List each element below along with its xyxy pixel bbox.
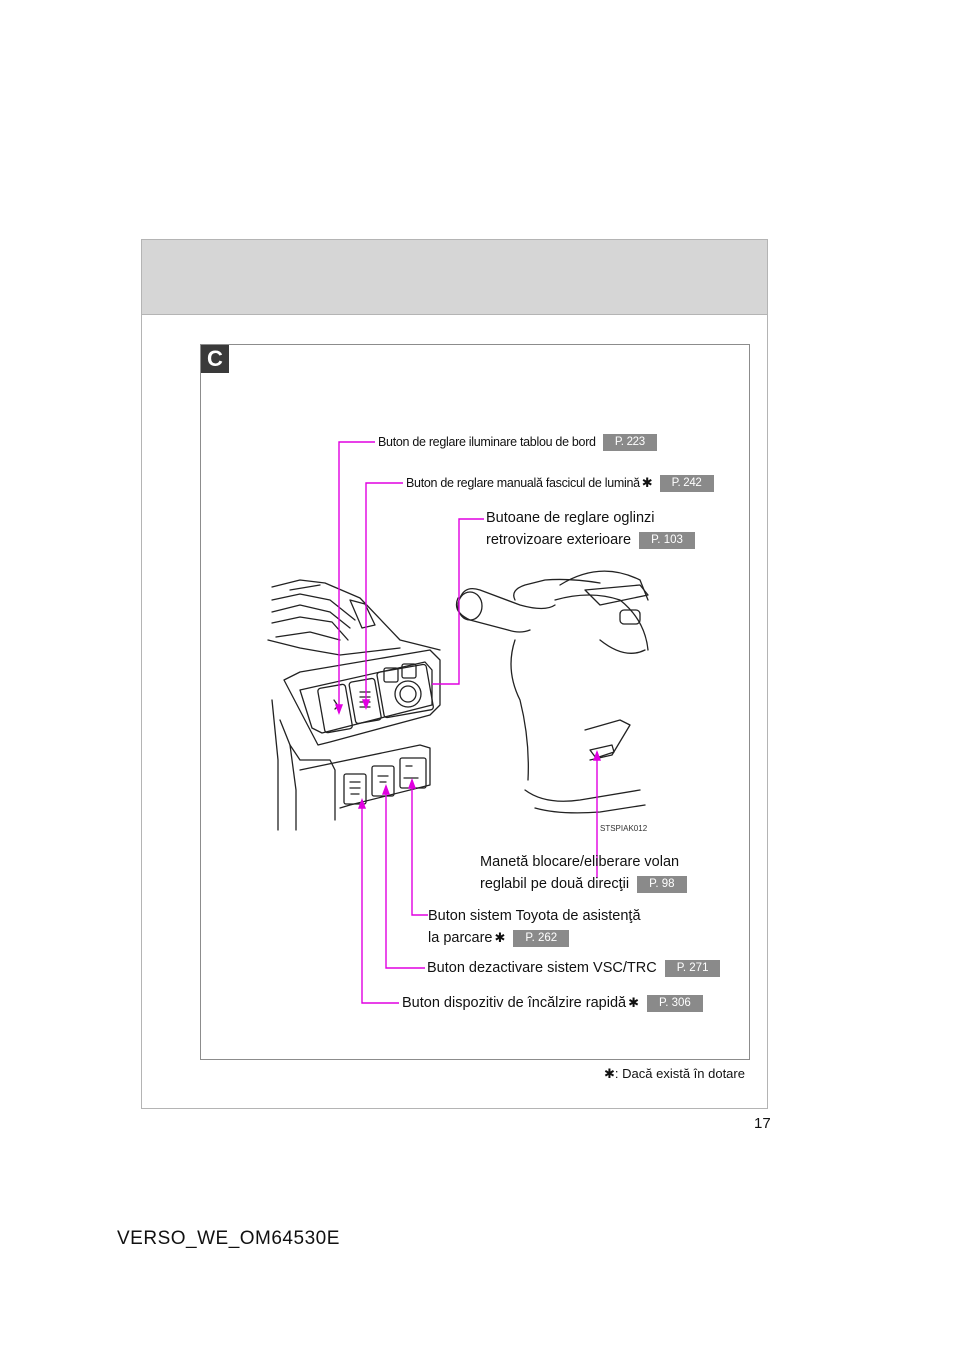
page-ref[interactable]: P. 262 — [513, 929, 570, 947]
label-vsc-off: Buton dezactivare sistem VSC/TRC P. 271 — [427, 957, 721, 979]
page-ref[interactable]: P. 306 — [647, 994, 703, 1012]
label-mirror-line2: retrovizoare exterioare P. 103 — [486, 529, 695, 551]
label-quick-heater: Buton dispozitiv de încălzire rapidă✱ P.… — [402, 992, 703, 1014]
footnote: ✱: Dacă există în dotare — [604, 1066, 745, 1082]
figure-box — [200, 344, 750, 1060]
label-text: retrovizoare exterioare — [486, 532, 632, 548]
label-steering-line1: Manetă blocare/eliberare volan — [480, 854, 680, 870]
label-text: Buton dispozitiv de încălzire rapidă — [402, 995, 627, 1011]
footnote-text: : Dacă există în dotare — [614, 1066, 745, 1081]
page-ref[interactable]: P. 223 — [602, 434, 657, 452]
asterisk-icon: ✱ — [641, 475, 653, 490]
page-ref[interactable]: P. 98 — [637, 875, 687, 893]
label-steering-line2: reglabil pe două direcţii P. 98 — [480, 873, 687, 895]
asterisk-icon: ✱ — [494, 930, 506, 945]
label-parking-line1: Buton sistem Toyota de asistenţă — [428, 908, 641, 924]
page-ref[interactable]: P. 271 — [664, 959, 721, 977]
label-parking-line2: la parcare✱ P. 262 — [428, 927, 570, 949]
asterisk-icon: ✱ — [604, 1066, 615, 1081]
label-text: reglabil pe două direcţii — [480, 876, 630, 892]
page-number: 17 — [754, 1115, 771, 1132]
label-headlight-leveling: Buton de reglare manuală fascicul de lum… — [406, 472, 714, 494]
label-text: Buton de reglare manuală fascicul de lum… — [406, 476, 640, 490]
page-ref[interactable]: P. 103 — [639, 531, 695, 549]
figure-code: STSPIAK012 — [600, 824, 648, 833]
section-badge: C — [201, 345, 229, 373]
label-text: Buton de reglare iluminare tablou de bor… — [378, 435, 596, 449]
page-ref[interactable]: P. 242 — [659, 475, 714, 493]
label-mirror-line1: Butoane de reglare oglinzi — [486, 510, 655, 526]
asterisk-icon: ✱ — [628, 995, 639, 1010]
page-frame — [141, 239, 768, 1109]
header-band — [142, 240, 767, 315]
label-instrument-light: Buton de reglare iluminare tablou de bor… — [378, 431, 657, 453]
label-text: Buton dezactivare sistem VSC/TRC — [427, 960, 657, 976]
label-text: la parcare — [428, 930, 493, 946]
document-code: VERSO_WE_OM64530E — [117, 1228, 340, 1249]
